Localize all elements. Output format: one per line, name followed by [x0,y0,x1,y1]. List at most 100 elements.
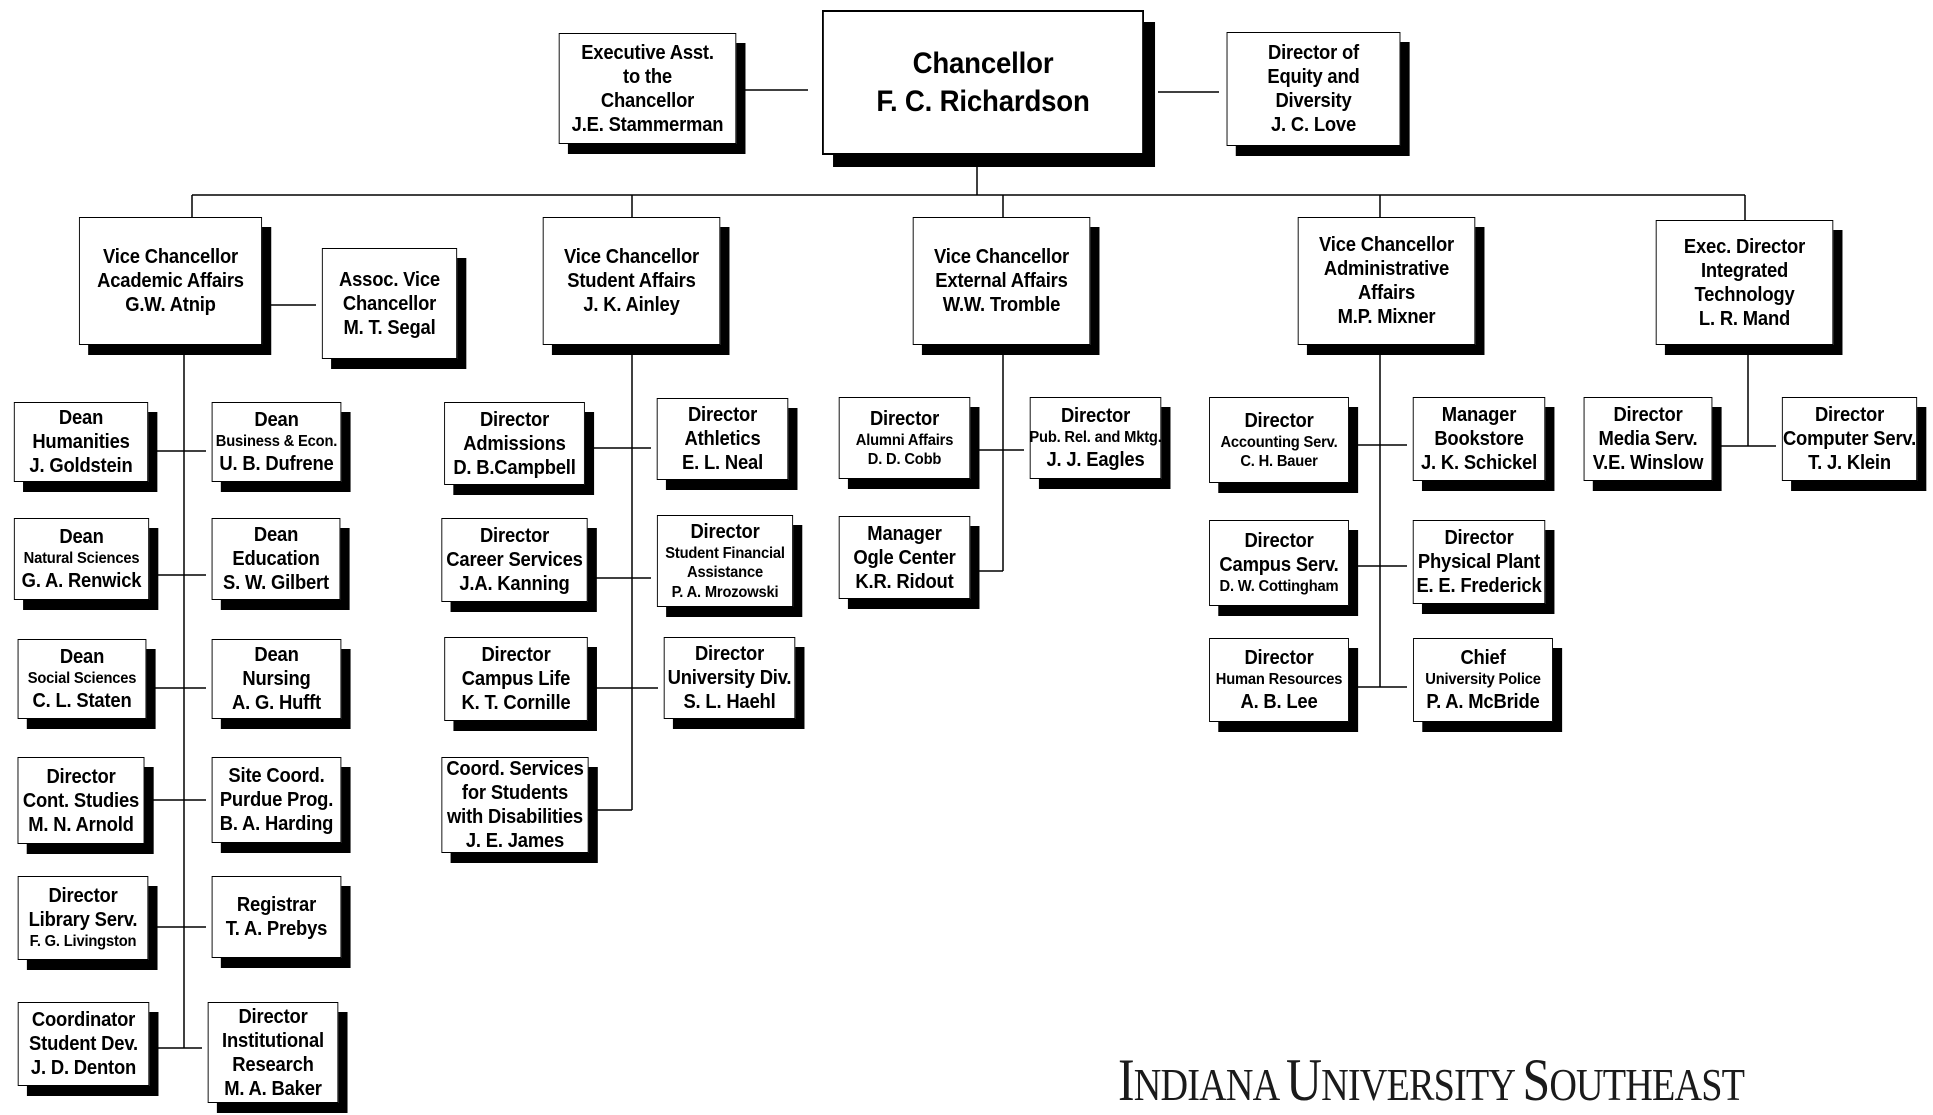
org-box-line: C. H. Bauer [1240,453,1318,470]
org-box-line: Career Services [446,549,583,571]
org-box-line: Diversity [1275,90,1352,112]
org-box-line: Humanities [32,431,130,453]
org-box-line: Director [481,644,551,666]
org-box-line: T. J. Klein [1808,452,1891,474]
org-box-line: Purdue Prog. [219,789,334,811]
org-box-line: J. Goldstein [29,455,133,477]
org-box-line: Director [1613,404,1683,426]
org-box-line: Director [1244,647,1314,670]
org-box-line: B. A. Harding [219,813,334,835]
org-box-line: External Affairs [935,270,1068,292]
org-box-line: K. T. Cornille [461,692,571,714]
org-box-line: Director [46,765,116,788]
org-box-line: P. A. McBride [1426,690,1540,713]
org-box-line: University Div. [667,667,792,689]
org-box-line: with Disabilities [447,806,583,828]
org-box-line: Technology [1694,283,1795,306]
org-box-line: Dean [59,526,104,549]
org-box-line: D. W. Cottingham [1219,578,1339,596]
org-box-line: Institutional [222,1029,324,1052]
org-box-line: J. C. Love [1270,114,1357,136]
org-box-line: Vice Chancellor [103,246,238,268]
org-box-line: Library Serv. [28,909,138,932]
org-box-line: Alumni Affairs [855,431,954,449]
org-box-line: J.A. Kanning [459,573,570,595]
org-box-line: Student Dev. [29,1033,138,1055]
org-box-line: Dean [253,524,299,546]
org-box-line: E. L. Neal [682,452,763,474]
org-box-line: M. A. Baker [224,1077,322,1100]
org-box-line: Manager [1441,404,1517,426]
org-box-line: F. C. Richardson [876,84,1090,118]
org-box-line: W.W. Tromble [942,294,1061,316]
org-box-line: Admissions [463,432,566,455]
org-box-line: Athletics [684,428,761,450]
org-box-line: Dean [254,644,299,666]
org-box-line: Manager [867,522,942,545]
org-box-line: Student Financial [665,545,785,563]
org-box-line: Vice Chancellor [1319,234,1454,256]
org-box-line: V.E. Winslow [1592,452,1704,474]
iu-southeast-logo: INDIANA UNIVERSITY SOUTHEAST [1118,1047,1745,1113]
org-box-line: Natural Sciences [23,550,140,568]
org-box-line: Vice Chancellor [934,246,1069,268]
org-box-line: Academic Affairs [97,270,244,292]
org-box-line: Pub. Rel. and Mktg. [1029,429,1162,447]
org-box-line: Student Affairs [567,270,696,292]
org-box-line: Vice Chancellor [564,246,699,268]
org-box-line: Dean [58,407,104,429]
org-box-line: S. W. Gilbert [222,572,329,594]
org-box-line: Administrative [1323,258,1450,280]
org-box-line: for Students [461,782,569,804]
org-box-line: L. R. Mand [1698,307,1791,330]
org-box-line: Director [694,643,765,665]
org-box-line: Human Resources [1215,671,1343,689]
org-box-line: J. J. Eagles [1046,448,1145,471]
org-box-line: Chancellor [600,89,695,112]
org-box-line: Director [687,404,758,426]
org-box-line: Physical Plant [1417,551,1541,573]
org-box-line: Business & Econ. [215,433,338,451]
org-box-line: Cont. Studies [22,789,140,812]
org-box-line: Coordinator [31,1009,136,1031]
org-box-line: Dean [59,646,105,669]
org-box-line: Research [232,1053,314,1076]
org-box-line: Coord. Services [446,758,584,780]
org-box-line: Registrar [236,894,317,916]
org-box-line: Exec. Director [1683,235,1806,258]
org-box-line: Media Serv. [1598,428,1698,450]
org-box-line: J. D. Denton [30,1057,137,1079]
org-box-line: Director [1244,409,1314,432]
org-box-line: G.W. Atnip [125,294,216,316]
org-box-line: Assistance [687,564,763,582]
org-box-line: E. E. Frederick [1416,575,1542,597]
org-box-line: Assoc. Vice [339,268,440,291]
org-box-line: Director [48,885,118,908]
org-box-line: Dean [254,409,299,432]
org-box-line: D. D. Cobb [867,451,942,468]
org-box-line: C. L. Staten [32,689,132,712]
